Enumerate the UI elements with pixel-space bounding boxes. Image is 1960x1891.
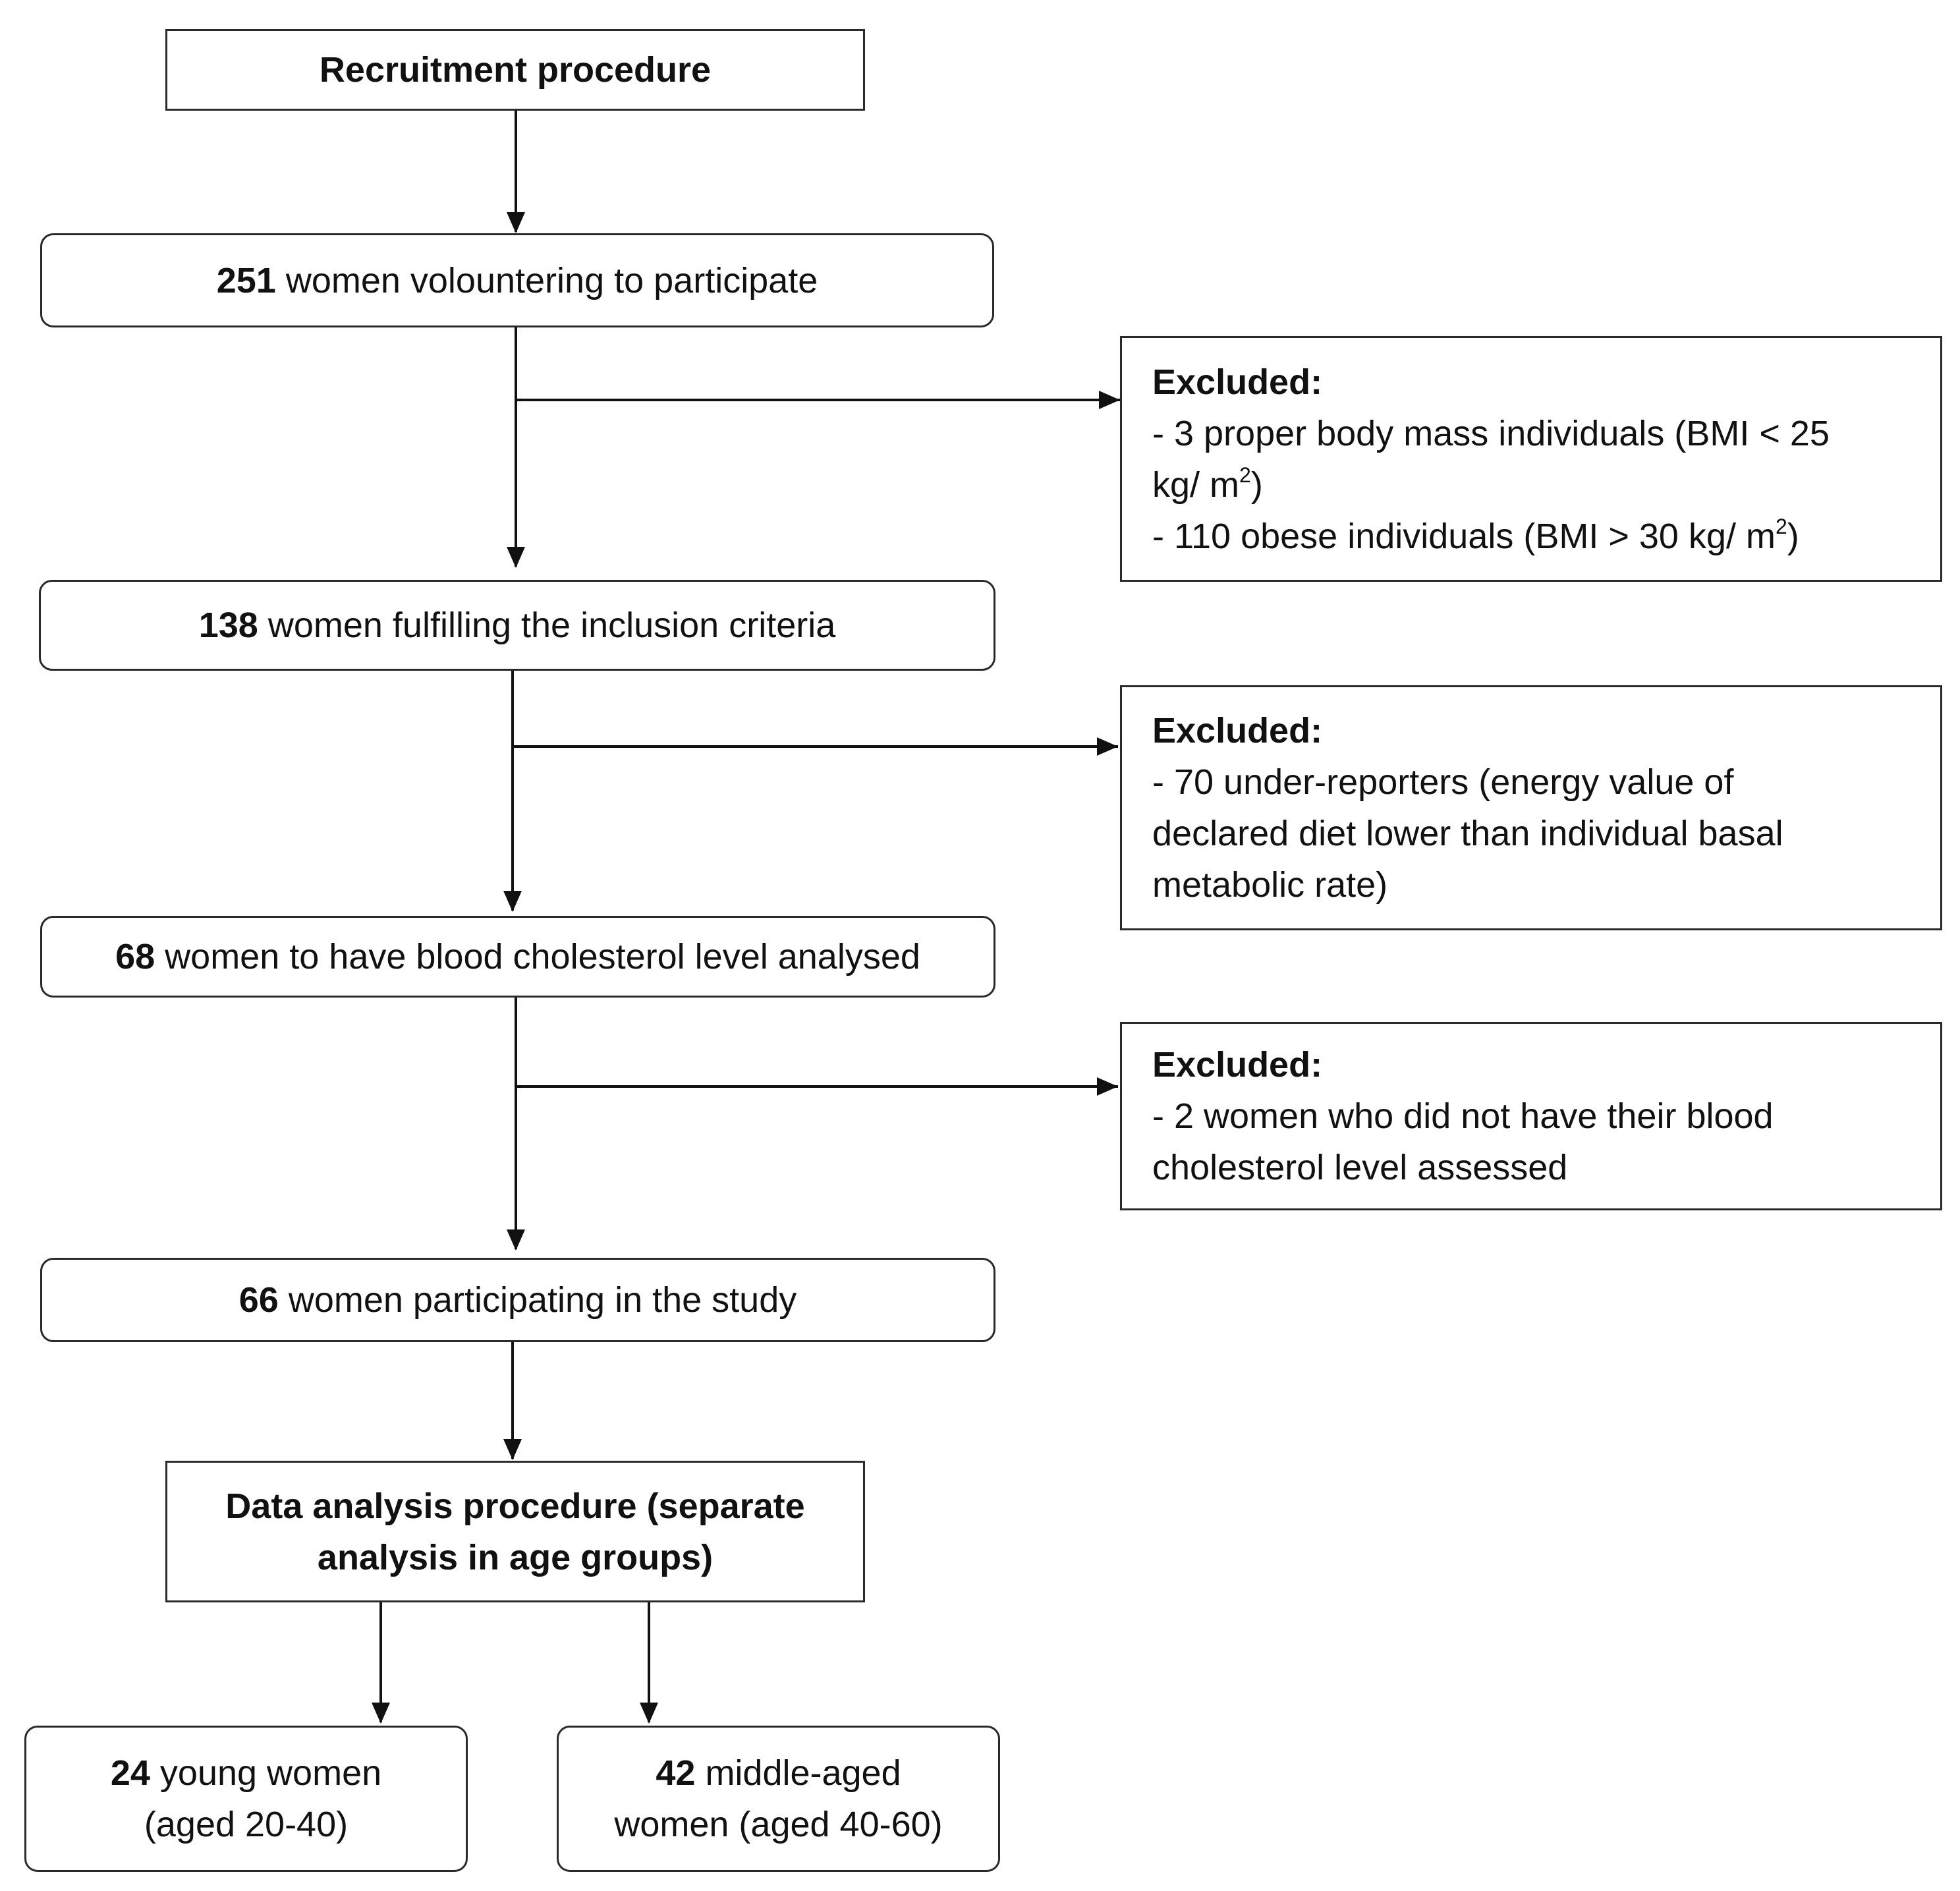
exclusion-bmi-line3-close: ) — [1787, 516, 1799, 556]
inclusion-text: 138 women fulfilling the inclusion crite… — [199, 600, 836, 651]
exclusion-under-reporters-heading: Excluded: — [1152, 711, 1323, 750]
arrowhead-step1 — [507, 212, 525, 233]
participants-label: women participating in the study — [278, 1280, 797, 1320]
participants-count: 66 — [238, 1280, 279, 1320]
arrowhead-step3 — [503, 891, 522, 912]
middle-aged-women-age: women (aged 40-60) — [614, 1805, 943, 1844]
middle-aged-women-label: middle-aged — [695, 1753, 901, 1793]
arrowhead-step2 — [507, 547, 525, 568]
volunteers-text: 251 women volountering to participate — [217, 255, 818, 306]
exclusion-bmi-line2-text: kg/ m — [1152, 465, 1240, 505]
middle-aged-women-box: 42 middle-aged women (aged 40-60) — [557, 1726, 1000, 1872]
exclusion-not-assessed-heading: Excluded: — [1152, 1045, 1323, 1085]
exclusion-bmi-line2-close: ) — [1250, 465, 1263, 505]
arrowhead-exclusion3 — [1097, 1077, 1118, 1096]
cholesterol-analysis-text: 68 women to have blood cholesterol level… — [115, 931, 920, 982]
exclusion-under-reporters-line1: - 70 under-reporters (energy value of — [1152, 762, 1734, 802]
exclusion-bmi-heading: Excluded: — [1152, 362, 1323, 402]
recruitment-procedure-box: Recruitment procedure — [165, 29, 865, 111]
arrowhead-young — [372, 1703, 390, 1724]
exclusion-bmi-line2: kg/ m2) — [1152, 459, 1263, 511]
young-women-box: 24 young women (aged 20-40) — [24, 1726, 468, 1872]
data-analysis-line1: Data analysis procedure (separate — [225, 1486, 805, 1526]
participants-box: 66 women participating in the study — [40, 1258, 995, 1342]
volunteers-box: 251 women volountering to participate — [40, 233, 994, 327]
arrowhead-exclusion2 — [1097, 737, 1118, 756]
exclusion-box-under-reporters: Excluded: - 70 under-reporters (energy v… — [1120, 685, 1942, 930]
exclusion-under-reporters-line3: metabolic rate) — [1152, 865, 1388, 905]
exclusion-bmi-line2-sup: 2 — [1239, 463, 1251, 487]
arrowhead-exclusion1 — [1099, 391, 1120, 409]
inclusion-count: 138 — [198, 606, 258, 645]
exclusion-bmi-line3-sup: 2 — [1775, 514, 1787, 538]
exclusion-not-assessed-line2: cholesterol level assessed — [1152, 1148, 1568, 1187]
cholesterol-analysis-box: 68 women to have blood cholesterol level… — [40, 916, 995, 998]
inclusion-label: women fulfilling the inclusion criteria — [258, 606, 836, 645]
volunteers-label: women volountering to participate — [275, 260, 818, 300]
cholesterol-analysis-count: 68 — [115, 937, 155, 976]
young-women-count: 24 — [110, 1753, 150, 1793]
exclusion-bmi-line3: - 110 obese individuals (BMI > 30 kg/ m2… — [1152, 511, 1799, 562]
arrowhead-analysis — [503, 1439, 522, 1460]
participants-text: 66 women participating in the study — [239, 1274, 797, 1326]
recruitment-procedure-label: Recruitment procedure — [319, 50, 712, 90]
volunteers-count: 251 — [216, 260, 276, 300]
young-women-label: young women — [150, 1753, 382, 1793]
exclusion-box-bmi: Excluded: - 3 proper body mass individua… — [1120, 336, 1942, 582]
young-women-line1: 24 young women — [111, 1747, 381, 1799]
data-analysis-box: Data analysis procedure (separate analys… — [165, 1461, 865, 1602]
arrowhead-step4 — [507, 1229, 525, 1251]
young-women-age: (aged 20-40) — [144, 1805, 349, 1844]
arrowhead-middle — [640, 1703, 658, 1724]
exclusion-box-not-assessed: Excluded: - 2 women who did not have the… — [1120, 1022, 1942, 1210]
middle-aged-women-line1: 42 middle-aged — [656, 1747, 901, 1799]
exclusion-bmi-line1: - 3 proper body mass individuals (BMI < … — [1152, 413, 1830, 453]
exclusion-not-assessed-line1: - 2 women who did not have their blood — [1152, 1096, 1774, 1136]
middle-aged-women-count: 42 — [656, 1753, 696, 1793]
exclusion-bmi-line3-text: - 110 obese individuals (BMI > 30 kg/ m — [1152, 516, 1776, 556]
cholesterol-analysis-label: women to have blood cholesterol level an… — [155, 937, 920, 976]
inclusion-box: 138 women fulfilling the inclusion crite… — [39, 580, 995, 671]
exclusion-under-reporters-line2: declared diet lower than individual basa… — [1152, 814, 1783, 853]
data-analysis-line2: analysis in age groups) — [317, 1537, 714, 1577]
